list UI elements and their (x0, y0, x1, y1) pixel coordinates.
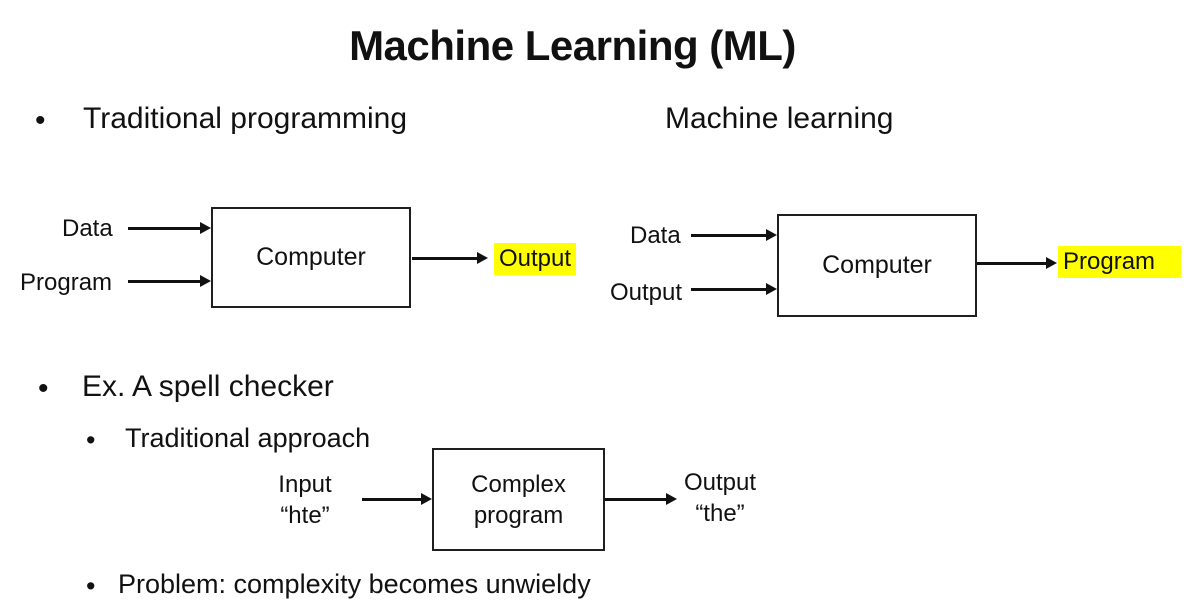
traditional-data-arrow (128, 222, 211, 234)
spell-input-value: “hte” (280, 502, 330, 529)
traditional-program-label: Program (20, 269, 113, 296)
ml-program-highlight: Program (1058, 246, 1182, 278)
heading-machine-learning: Machine learning (665, 102, 894, 135)
complex-program-box: Complex program (432, 448, 605, 551)
complex-program-box-line2: program (473, 501, 564, 529)
spell-output-label: Output (683, 469, 757, 496)
problem-text: Problem: complexity becomes unwieldy (118, 569, 591, 599)
heading-traditional-approach: Traditional approach (125, 423, 371, 453)
ml-data-arrow (691, 229, 777, 241)
bullet-icon: • (86, 571, 96, 601)
ml-computer-box: Computer (777, 214, 977, 317)
spell-output-value: “the” (695, 500, 745, 527)
traditional-output-arrow (412, 252, 488, 264)
traditional-computer-box: Computer (211, 207, 411, 308)
spell-input-arrow (362, 493, 432, 505)
complex-program-box-line1: Complex (471, 470, 566, 498)
ml-program-arrow (977, 257, 1057, 269)
spell-input-label: Input (278, 471, 332, 498)
bullet-icon: • (35, 104, 46, 137)
spell-output-group: Output “the” (670, 467, 770, 529)
traditional-output-highlight: Output (494, 243, 577, 275)
bullet-icon: • (86, 425, 96, 455)
traditional-computer-box-label: Computer (256, 243, 366, 271)
ml-output-label: Output (610, 279, 683, 306)
spell-output-arrow (605, 493, 677, 505)
bullet-icon: • (38, 372, 49, 405)
heading-traditional-programming: Traditional programming (83, 102, 408, 135)
ml-output-arrow (691, 283, 777, 295)
heading-spell-checker: Ex. A spell checker (82, 370, 334, 403)
spell-input-group: Input “hte” (260, 469, 350, 531)
slide-title: Machine Learning (ML) (349, 22, 796, 69)
traditional-data-label: Data (62, 215, 113, 242)
ml-data-label: Data (630, 222, 681, 249)
traditional-program-arrow (128, 275, 211, 287)
ml-computer-box-label: Computer (822, 251, 932, 279)
